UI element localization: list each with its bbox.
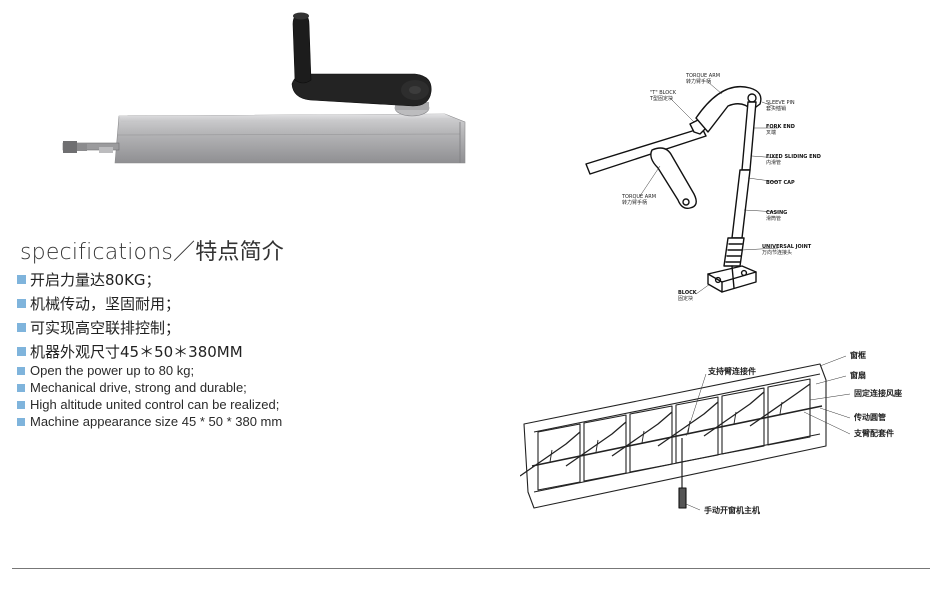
- crank-handle: [292, 13, 312, 84]
- window-sashes: [519, 383, 811, 477]
- feature-zh-text: 可实现高空联排控制；: [30, 318, 181, 337]
- list-item: High altitude united control can be real…: [17, 396, 282, 413]
- feature-en-text: Machine appearance size 45 * 50 * 380 mm: [30, 414, 283, 429]
- bullet-icon: [17, 417, 25, 426]
- list-item: Mechanical drive, strong and durable;: [17, 379, 282, 396]
- label-torque-arm-left-cn: 转力臂手柄: [622, 199, 647, 206]
- label-fork-end: FORK END: [766, 124, 795, 130]
- list-item: 机械传动，坚固耐用；: [17, 291, 243, 315]
- bullet-icon: [17, 400, 25, 409]
- list-item: 开启力量达80KG；: [17, 267, 243, 291]
- bullet-icon: [17, 274, 26, 284]
- label-boot-cap: BOOT CAP: [766, 180, 795, 186]
- label-casing-cn: 滑筒管: [766, 215, 781, 222]
- list-item: Open the power up to 80 kg;: [17, 362, 282, 379]
- label-t-block: "T" BLOCK: [650, 90, 677, 96]
- features-en-list: Open the power up to 80 kg; Mechanical d…: [17, 362, 282, 430]
- label-block-cn: 固定块: [678, 295, 693, 302]
- label-fixed-sliding-end: FIXED SLIDING END: [766, 154, 821, 160]
- label-fixed-sliding-end-cn: 内滑管: [766, 159, 781, 166]
- label-fittings: 支臂配套件: [853, 428, 894, 438]
- list-item: 机器外观尺寸45＊50＊380MM: [17, 339, 243, 363]
- bullet-icon: [17, 346, 26, 356]
- torque-arm-left: [650, 147, 697, 210]
- label-window-frame: 窗框: [850, 350, 866, 360]
- feature-en-text: Mechanical drive, strong and durable;: [30, 380, 247, 395]
- horizontal-shaft: [585, 127, 707, 175]
- label-support-arm: 支持臂连接件: [707, 366, 756, 376]
- label-universal-joint: UNIVERSAL JOINT: [762, 244, 812, 250]
- list-item: 可实现高空联排控制；: [17, 315, 243, 339]
- label-torque-arm-top: TORQUE ARM: [685, 73, 720, 79]
- fixed-sliding-tube: [741, 101, 757, 171]
- bullet-icon: [17, 322, 26, 332]
- label-universal-joint-cn: 万向节连接头: [762, 249, 792, 256]
- casing-tube: [731, 169, 751, 239]
- bullet-icon: [17, 366, 25, 375]
- label-fork-end-cn: 叉端: [766, 129, 776, 136]
- label-fixed-connector: 固定连接风座: [854, 388, 902, 398]
- label-drive-tube: 传动圆管: [853, 412, 886, 422]
- feature-zh-text: 机械传动，坚固耐用；: [30, 294, 181, 313]
- window-panes: [537, 378, 811, 491]
- label-t-block-cn: T型固定块: [649, 95, 673, 102]
- label-casing: CASING: [766, 210, 787, 216]
- list-item: Machine appearance size 45 * 50 * 380 mm: [17, 413, 282, 430]
- label-sleeve-pin: SLEEVE PIN: [766, 100, 795, 106]
- bullet-icon: [17, 298, 26, 308]
- features-zh-list: 开启力量达80KG； 机械传动，坚固耐用； 可实现高空联排控制； 机器外观尺寸4…: [17, 267, 243, 363]
- feature-en-text: High altitude united control can be real…: [30, 397, 280, 412]
- product-photo: [55, 10, 495, 185]
- bottom-divider: [12, 568, 930, 569]
- feature-zh-text: 机器外观尺寸45＊50＊380MM: [30, 342, 243, 361]
- label-torque-arm-left: TORQUE ARM: [621, 194, 656, 200]
- drive-tube: [531, 405, 823, 467]
- label-manual-opener: 手动开窗机主机: [704, 505, 760, 515]
- label-sleeve-pin-cn: 套头插销: [766, 105, 786, 112]
- specifications-heading: specifications／特点简介: [20, 240, 285, 265]
- label-sash: 窗扇: [850, 370, 866, 380]
- manual-opener-unit: [678, 487, 687, 509]
- bullet-icon: [17, 383, 25, 392]
- installation-diagram: 支持臂连接件 窗框 窗扇 固定连接风座 传动圆管 支臂配套件 手动开窗机主机: [519, 350, 935, 525]
- feature-zh-text: 开启力量达80KG；: [30, 270, 161, 289]
- label-block: BLOCK: [678, 290, 698, 296]
- label-torque-arm-top-cn: 转力臂手柄: [686, 78, 711, 85]
- torque-arm-top: [695, 86, 762, 133]
- feature-en-text: Open the power up to 80 kg;: [30, 363, 195, 378]
- assembly-detail-diagram: TORQUE ARM 转力臂手柄 "T" BLOCK T型固定块 SLEEVE …: [582, 70, 842, 310]
